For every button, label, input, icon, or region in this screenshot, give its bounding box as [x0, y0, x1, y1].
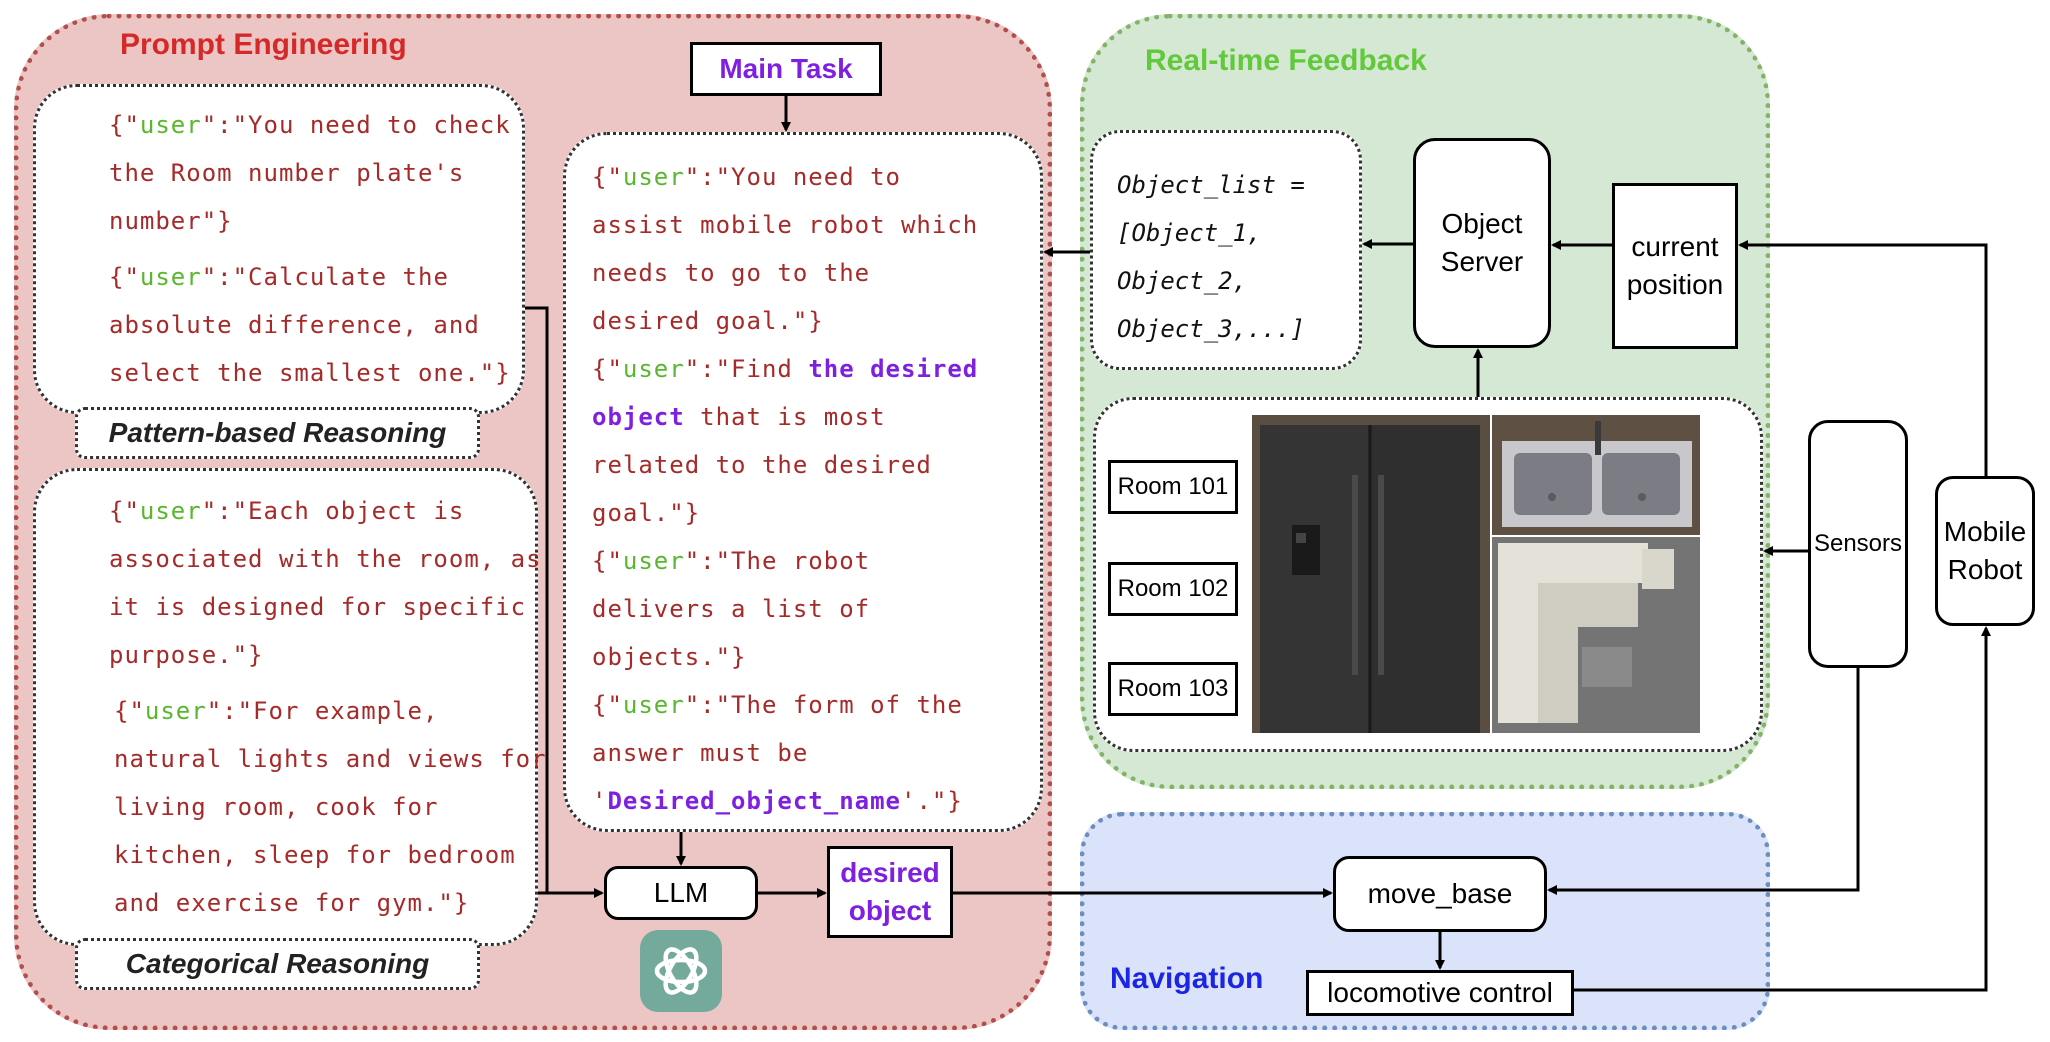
pattern-line-6: select the smallest one."}	[109, 359, 511, 387]
object-server-box: Object Server	[1413, 138, 1551, 348]
sofa-image	[1492, 537, 1700, 733]
user-keyword: user	[139, 263, 202, 291]
main-line-1: {"user":"You need to	[592, 163, 901, 191]
arrow-locomotive-to-robot	[1574, 626, 1991, 992]
categorical-line-6: natural lights and views for	[114, 745, 547, 773]
main-line-6b: that is most	[684, 403, 886, 431]
object-list-line-4: Object_3,...]	[1117, 315, 1305, 343]
categorical-line-5: {"user":"For example,	[114, 697, 439, 725]
categorical-line-7: living room, cook for	[114, 793, 439, 821]
main-line-2: assist mobile robot which	[592, 211, 979, 239]
categorical-reasoning-card: {"user":"Each object is associated with …	[33, 468, 546, 946]
pattern-line-3: number"}	[109, 207, 233, 235]
main-line-3: needs to go to the	[592, 259, 871, 287]
pattern-line-5: absolute difference, and	[109, 311, 480, 339]
scene-image	[1252, 415, 1700, 733]
openai-logo-icon	[640, 930, 722, 1012]
mobile-robot-box: Mobile Robot	[1935, 476, 2035, 626]
sink-image	[1492, 415, 1700, 535]
user-keyword: user	[622, 355, 685, 383]
move-base-box: move_base	[1333, 856, 1547, 932]
object-server-line-1: Object	[1441, 208, 1523, 239]
main-line-5-highlight: the desired	[808, 355, 979, 383]
pattern-based-reasoning-caption: Pattern-based Reasoning	[75, 407, 480, 459]
user-keyword: user	[144, 697, 207, 725]
refrigerator-image	[1252, 415, 1490, 733]
main-line-12: {"user":"The form of the	[592, 691, 963, 719]
mobile-robot-line-1: Mobile	[1943, 516, 2027, 547]
room-103-label: Room 103	[1108, 662, 1238, 716]
pattern-line-4: {"user":"Calculate the	[109, 263, 449, 291]
main-line-6-highlight: object	[592, 403, 685, 431]
desired-object-line-2: object	[848, 895, 932, 926]
user-keyword: user	[139, 111, 202, 139]
main-line-9: {"user":"The robot	[592, 547, 871, 575]
categorical-line-1: {"user":"Each object is	[109, 497, 465, 525]
arrow-pattern-to-llm	[525, 306, 604, 898]
main-line-13: answer must be	[592, 739, 809, 767]
main-line-14c: '."}	[901, 787, 963, 815]
move-base-label: move_base	[1367, 878, 1513, 909]
sensors-box: Sensors	[1808, 420, 1908, 668]
arrow-robot-to-position	[1738, 240, 1988, 476]
main-line-4: desired goal."}	[592, 307, 824, 335]
main-task-label: Main Task	[719, 53, 853, 84]
room-102-label: Room 102	[1108, 562, 1238, 616]
navigation-title: Navigation	[1110, 962, 1264, 995]
categorical-line-2: associated with the room, as	[109, 545, 542, 573]
prompt-engineering-title: Prompt Engineering	[120, 28, 407, 61]
realtime-feedback-title: Real-time Feedback	[1145, 44, 1427, 77]
object-list-line-3: Object_2,	[1117, 267, 1248, 295]
main-line-8: goal."}	[592, 499, 701, 527]
object-list-card: Object_list = [Object_1, Object_2, Objec…	[1090, 130, 1362, 370]
categorical-line-9: and exercise for gym."}	[114, 889, 470, 917]
desired-object-line-1: desired	[840, 857, 940, 888]
pattern-line-2: the Room number plate's	[109, 159, 465, 187]
user-keyword: user	[622, 163, 685, 191]
user-keyword: user	[622, 691, 685, 719]
llm-label: LLM	[653, 877, 709, 908]
current-position-box: current position	[1612, 183, 1738, 349]
user-keyword: user	[139, 497, 202, 525]
categorical-line-8: kitchen, sleep for bedroom	[114, 841, 516, 869]
categorical-line-4: purpose."}	[109, 641, 264, 669]
mobile-robot-line-2: Robot	[1947, 554, 2023, 585]
main-line-5a: {"user":"Find	[592, 355, 809, 383]
locomotive-control-box: locomotive control	[1306, 970, 1574, 1016]
room-101-label: Room 101	[1108, 460, 1238, 514]
sensors-label: Sensors	[1813, 530, 1903, 557]
main-task-prompt-card: {"user":"You need to assist mobile robot…	[563, 132, 1043, 832]
pattern-line-1: {"user":"You need to check	[109, 111, 511, 139]
main-line-10: delivers a list of	[592, 595, 871, 623]
current-position-line-2: position	[1626, 269, 1724, 300]
object-server-line-2: Server	[1440, 246, 1524, 277]
categorical-line-3: it is designed for specific	[109, 593, 527, 621]
categorical-reasoning-caption: Categorical Reasoning	[75, 938, 480, 990]
pattern-reasoning-card: {"user":"You need to check the Room numb…	[33, 84, 525, 414]
locomotive-control-label: locomotive control	[1327, 977, 1553, 1008]
current-position-line-1: current	[1631, 231, 1719, 262]
main-line-7: related to the desired	[592, 451, 932, 479]
llm-box: LLM	[604, 866, 758, 920]
main-line-11: objects."}	[592, 643, 747, 671]
object-list-line-1: Object_list =	[1117, 171, 1305, 199]
main-line-14a: '	[592, 787, 608, 815]
main-task-box: Main Task	[690, 42, 882, 96]
arrow-sensors-to-movebase	[1547, 668, 1860, 895]
user-keyword: user	[622, 547, 685, 575]
object-list-line-2: [Object_1,	[1117, 219, 1262, 247]
desired-object-box: desired object	[827, 846, 953, 938]
main-line-14-highlight: Desired_object_name	[607, 787, 901, 815]
